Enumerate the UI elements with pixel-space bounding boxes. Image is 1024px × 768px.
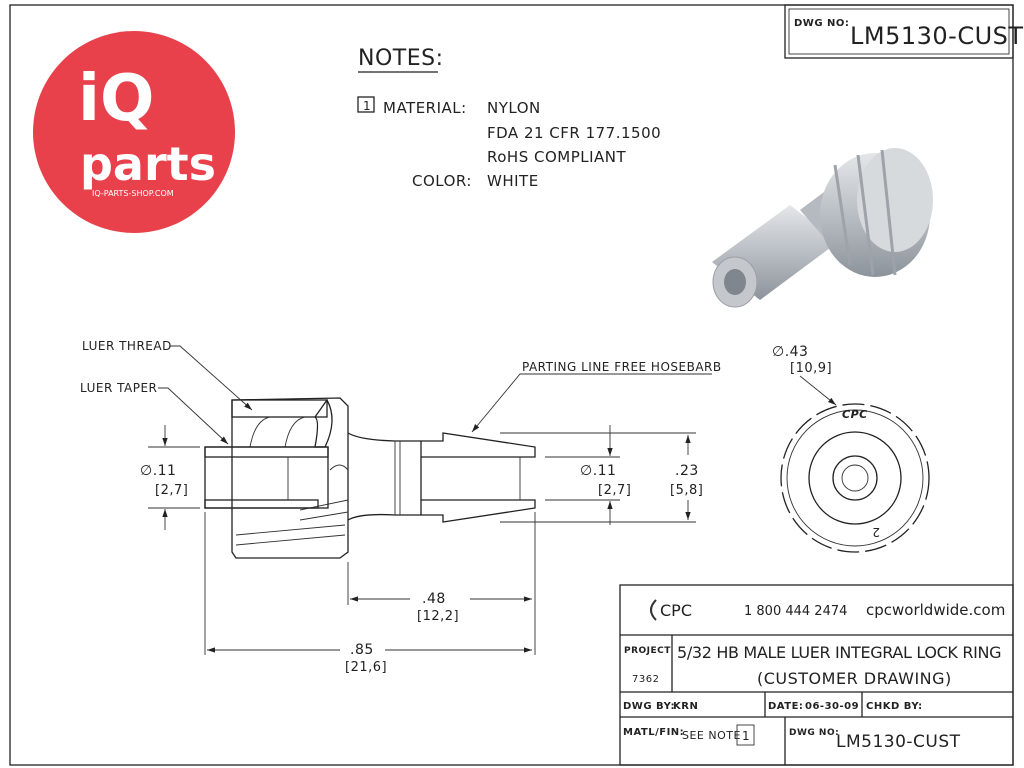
- material-line: NYLON: [487, 99, 541, 117]
- dim-length-barb: .48: [422, 591, 446, 607]
- title-block: CPC 1 800 444 2474 cpcworldwide.com PROJ…: [619, 584, 1014, 766]
- tb-dwg-no-label: DWG NO:: [789, 728, 839, 738]
- cpc-logo-icon: [650, 599, 657, 621]
- dimensions: ∅.11 [2,7] ∅.11 [2,7] .23 [5,8] .48 [12,…: [140, 425, 703, 675]
- material-label: MATERIAL:: [383, 99, 467, 117]
- company-phone: 1 800 444 2474: [744, 604, 847, 619]
- notes-section: NOTES: 1 MATERIAL: NYLON FDA 21 CFR 177.…: [357, 46, 661, 190]
- drawing-title-line2: (CUSTOMER DRAWING): [757, 669, 952, 688]
- end-view-mark: CPC: [842, 408, 868, 421]
- dim-left-dia-mm: [2,7]: [155, 483, 188, 498]
- material-line: RoHS COMPLIANT: [487, 148, 627, 166]
- matl-value: SEE NOTE: [682, 729, 741, 742]
- dwg-no-label: DWG NO:: [794, 18, 849, 29]
- end-view-cavity: 2: [872, 525, 880, 539]
- dim-right-dia-mm: [2,7]: [598, 483, 631, 498]
- project-number: 7362: [632, 674, 659, 685]
- tb-dwg-no-value: LM5130-CUST: [836, 732, 961, 752]
- sheet-border: [9, 4, 1014, 766]
- side-view: [204, 397, 536, 559]
- matl-note-number: 1: [742, 729, 750, 743]
- date-value: 06-30-09: [805, 701, 859, 712]
- callouts: LUER THREAD LUER TAPER PARTING LINE FREE…: [80, 339, 722, 445]
- color-value: WHITE: [487, 172, 539, 190]
- header-dwg-no-box: DWG NO: LM5130-CUST: [784, 4, 1024, 59]
- dim-barb-od-mm: [5,8]: [670, 483, 703, 498]
- dim-left-dia: ∅.11: [140, 463, 176, 479]
- dim-length-total-mm: [21,6]: [345, 660, 387, 675]
- iq-parts-logo: iQ parts IQ-PARTS-SHOP.COM: [33, 31, 235, 233]
- callout-hosebarb: PARTING LINE FREE HOSEBARB: [522, 360, 722, 374]
- company-website: cpcworldwide.com: [866, 601, 1005, 619]
- dim-end-dia-mm: [10,9]: [790, 361, 832, 376]
- logo-url: IQ-PARTS-SHOP.COM: [92, 189, 174, 198]
- logo-parts: parts: [80, 137, 216, 191]
- material-line: FDA 21 CFR 177.1500: [487, 124, 661, 142]
- note-number: 1: [363, 99, 371, 113]
- dim-barb-od: .23: [675, 463, 699, 479]
- dim-length-barb-mm: [12,2]: [417, 609, 459, 624]
- callout-luer-taper: LUER TAPER: [80, 381, 157, 395]
- company-name: CPC: [660, 601, 692, 620]
- dim-length-total: .85: [350, 642, 374, 658]
- end-view: ∅.43 [10,9] CPC 2: [772, 344, 930, 553]
- chkd-by-label: CHKD BY:: [866, 701, 923, 712]
- logo-iq: iQ: [78, 62, 154, 136]
- callout-luer-thread: LUER THREAD: [82, 339, 172, 353]
- dwg-by-value: KRN: [673, 701, 698, 712]
- color-label: COLOR:: [412, 172, 472, 190]
- date-label: DATE:: [768, 701, 803, 712]
- part-3d-render: [712, 148, 933, 308]
- project-label: PROJECT: [624, 646, 671, 656]
- matl-label: MATL/FIN:: [623, 727, 684, 738]
- notes-title: NOTES:: [358, 46, 444, 71]
- dwg-by-label: DWG BY:: [623, 701, 675, 712]
- dim-end-dia: ∅.43: [772, 344, 808, 360]
- dwg-no-value: LM5130-CUST: [850, 22, 1024, 50]
- drawing-title-line1: 5/32 HB MALE LUER INTEGRAL LOCK RING: [677, 643, 1002, 662]
- dim-right-dia: ∅.11: [580, 463, 616, 479]
